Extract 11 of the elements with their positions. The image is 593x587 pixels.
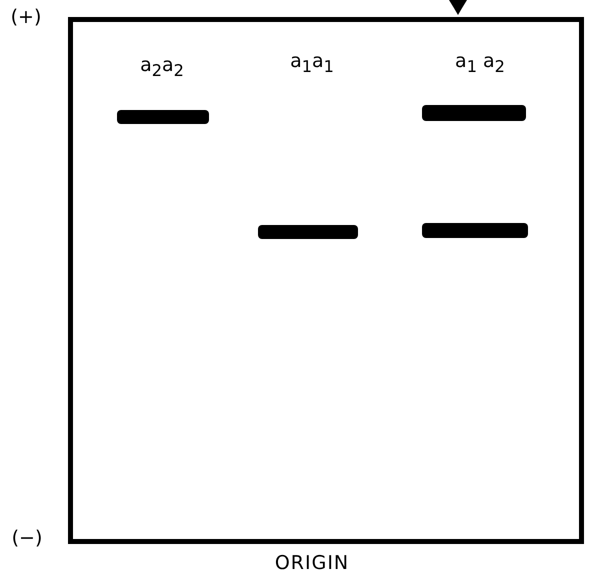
lane-label: a$_{1}$ a$_{2}$ <box>455 50 505 76</box>
origin-label: ORIGIN <box>274 552 350 575</box>
gel-band <box>422 223 528 238</box>
gel-band <box>258 225 358 239</box>
gel-band <box>117 110 209 124</box>
lane-label: a$_{1}$a$_{1}$ <box>290 50 334 76</box>
polarity-label: (+) <box>10 6 42 29</box>
gel-band <box>422 105 526 121</box>
lane-label: a$_{2}$a$_{2}$ <box>140 54 184 80</box>
polarity-label: (−) <box>12 527 42 550</box>
gel-box <box>68 17 584 544</box>
